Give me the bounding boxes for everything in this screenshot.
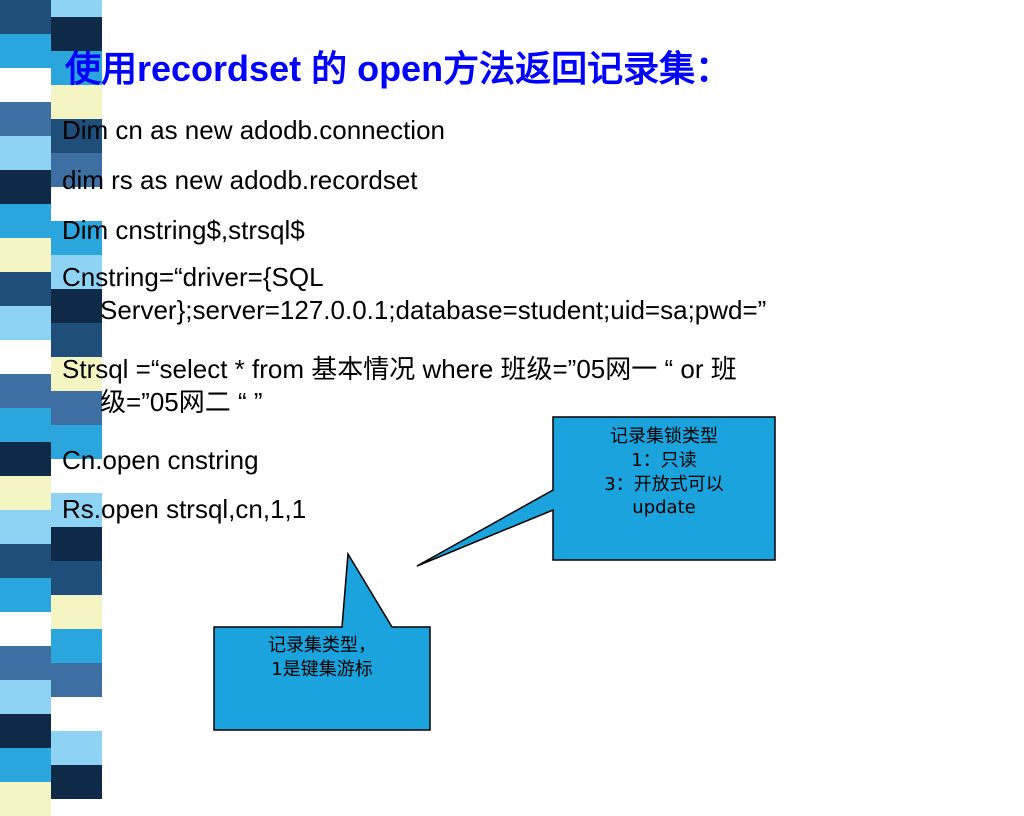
stripe-tile — [0, 714, 51, 748]
stripe-tile — [51, 731, 102, 765]
stripe-tile — [51, 119, 102, 153]
code-line-strsql: Strsql =“select * from 基本情况 where 班级=”05… — [62, 354, 737, 417]
slide-title: 使用recordset 的 open方法返回记录集： — [65, 48, 732, 89]
lock-type-callout-text: 记录集锁类型 1：只读 3：开放式可以 update — [604, 426, 724, 519]
stripe-tile — [0, 510, 51, 544]
stripe-tile — [0, 0, 51, 34]
stripe-tile — [0, 578, 51, 612]
code-line-cn-open: Cn.open cnstring — [62, 445, 259, 475]
cursor-type-callout-shape — [213, 551, 431, 731]
stripe-tile — [51, 697, 102, 731]
stripe-tile — [51, 17, 102, 51]
cursor-type-callout-text: 记录集类型， 1是键集游标 — [268, 635, 376, 680]
stripe-tile — [0, 204, 51, 238]
callouts-graphic — [213, 416, 776, 731]
stripe-tile — [0, 272, 51, 306]
lock-type-callout-shape — [416, 416, 776, 567]
stripe-tile — [0, 680, 51, 714]
stripe-tile — [0, 136, 51, 170]
stripe-tile — [51, 629, 102, 663]
stripe-tile — [51, 595, 102, 629]
code-line-rs-open: Rs.open strsql,cn,1,1 — [62, 494, 307, 524]
stripe-tile — [51, 527, 102, 561]
stripe-tile — [51, 323, 102, 357]
stripe-tile — [0, 612, 51, 646]
stripe-tile — [51, 85, 102, 119]
stripe-tile — [0, 102, 51, 136]
stripe-tile — [51, 153, 102, 187]
stripe-tile — [0, 646, 51, 680]
stripe-tile — [51, 357, 102, 391]
stripe-tile — [0, 544, 51, 578]
stripe-tile — [51, 493, 102, 527]
stripe-tile — [0, 34, 51, 68]
code-line-dim-rs: dim rs as new adodb.recordset — [62, 165, 418, 195]
stripe-tile — [51, 765, 102, 799]
stripe-tile — [0, 442, 51, 476]
stripe-tile — [0, 170, 51, 204]
stripe-tile — [51, 255, 102, 289]
stripe-tile — [0, 374, 51, 408]
stripe-tile — [51, 51, 102, 85]
stripe-tile — [51, 459, 102, 493]
stripe-tile — [0, 238, 51, 272]
stripe-tile — [51, 391, 102, 425]
stripe-tile — [51, 0, 102, 17]
stripe-tile — [51, 663, 102, 697]
code-line-dim-cn: Dim cn as new adodb.connection — [62, 115, 446, 145]
stripe-tile — [51, 187, 102, 221]
stripe-tile — [51, 289, 102, 323]
stripe-tile — [0, 476, 51, 510]
stripe-tile — [0, 68, 51, 102]
stripe-tile — [51, 561, 102, 595]
stripe-tile — [0, 408, 51, 442]
stripe-tile — [0, 306, 51, 340]
stripe-tile — [51, 221, 102, 255]
code-line-dim-strings: Dim cnstring$,strsql$ — [62, 215, 305, 245]
stripe-tile — [0, 782, 51, 816]
stripe-tile — [51, 425, 102, 459]
stripe-tile — [0, 340, 51, 374]
